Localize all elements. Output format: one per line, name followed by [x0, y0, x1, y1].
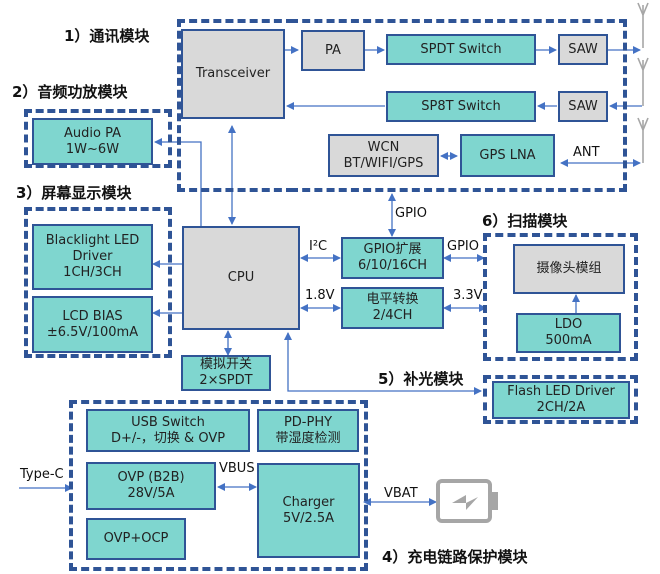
- antenna-icon-2: [637, 57, 649, 106]
- saw-rx-block: SAW: [558, 91, 608, 122]
- sp8t-switch-block: SP8T Switch: [386, 91, 536, 122]
- antenna-icon-3: [637, 117, 649, 163]
- charging-module-title: 4）充电链路保护模块: [382, 548, 528, 566]
- transceiver-block: Transceiver: [181, 29, 285, 119]
- i2c-label: I²C: [309, 239, 328, 254]
- backlight-driver-block: Blacklight LED Driver 1CH/3CH: [32, 224, 153, 290]
- gpio-right-label: GPIO: [447, 239, 479, 254]
- ant-label: ANT: [573, 145, 600, 160]
- gpio-top-label: GPIO: [395, 206, 427, 221]
- flash-module-title: 5）补光模块: [378, 370, 464, 388]
- wire-cpu-flash: [284, 332, 482, 395]
- pa-block: PA: [301, 30, 365, 71]
- scan-module-title: 6）扫描模块: [482, 212, 568, 230]
- v33-label: 3.3V: [453, 288, 483, 303]
- ldo-block: LDO 500mA: [516, 313, 621, 353]
- wcn-block: WCN BT/WIFI/GPS: [328, 134, 439, 177]
- spdt-switch-block: SPDT Switch: [386, 34, 536, 65]
- usb-switch-block: USB Switch D+/-，切换 & OVP: [86, 409, 250, 452]
- vbus-label: VBUS: [219, 461, 255, 476]
- scan-module-group: [483, 233, 638, 361]
- camera-module-block: 摄像头模组: [513, 244, 625, 294]
- level-shifter-block: 电平转换 2/4CH: [341, 287, 444, 329]
- flash-module-group: [483, 375, 638, 424]
- analog-switch-block: 模拟开关 2×SPDT: [181, 355, 271, 391]
- gpio-expander-block: GPIO扩展 6/10/16CH: [341, 237, 444, 279]
- audio-module-group: [24, 109, 172, 168]
- saw-tx-block: SAW: [558, 34, 608, 65]
- pd-phy-block: PD-PHY 带湿度检测: [257, 409, 359, 452]
- v18-label: 1.8V: [305, 288, 335, 303]
- display-module-title: 3）屏幕显示模块: [16, 184, 132, 202]
- ovp-b2b-block: OVP (B2B) 28V/5A: [86, 462, 216, 510]
- vbat-label: VBAT: [384, 486, 418, 501]
- display-module-group: [24, 207, 172, 358]
- comm-module-group-right: [290, 19, 627, 192]
- audio-module-title: 2）音频功放模块: [12, 83, 128, 101]
- audio-pa-block: Audio PA 1W~6W: [32, 118, 153, 165]
- gps-lna-block: GPS LNA: [460, 134, 555, 177]
- type-c-label: Type-C: [20, 467, 64, 482]
- cpu-block: CPU: [182, 226, 300, 330]
- comm-module-title: 1）通讯模块: [64, 27, 150, 45]
- flash-led-driver-block: Flash LED Driver 2CH/2A: [492, 381, 630, 419]
- comm-module-group: [177, 19, 294, 192]
- battery-icon: [436, 479, 498, 523]
- antenna-icon-1: [637, 2, 649, 48]
- charger-block: Charger 5V/2.5A: [257, 463, 360, 558]
- lcd-bias-block: LCD BIAS ±6.5V/100mA: [32, 296, 153, 353]
- charging-module-group: [69, 400, 368, 571]
- ovp-ocp-block: OVP+OCP: [86, 518, 186, 560]
